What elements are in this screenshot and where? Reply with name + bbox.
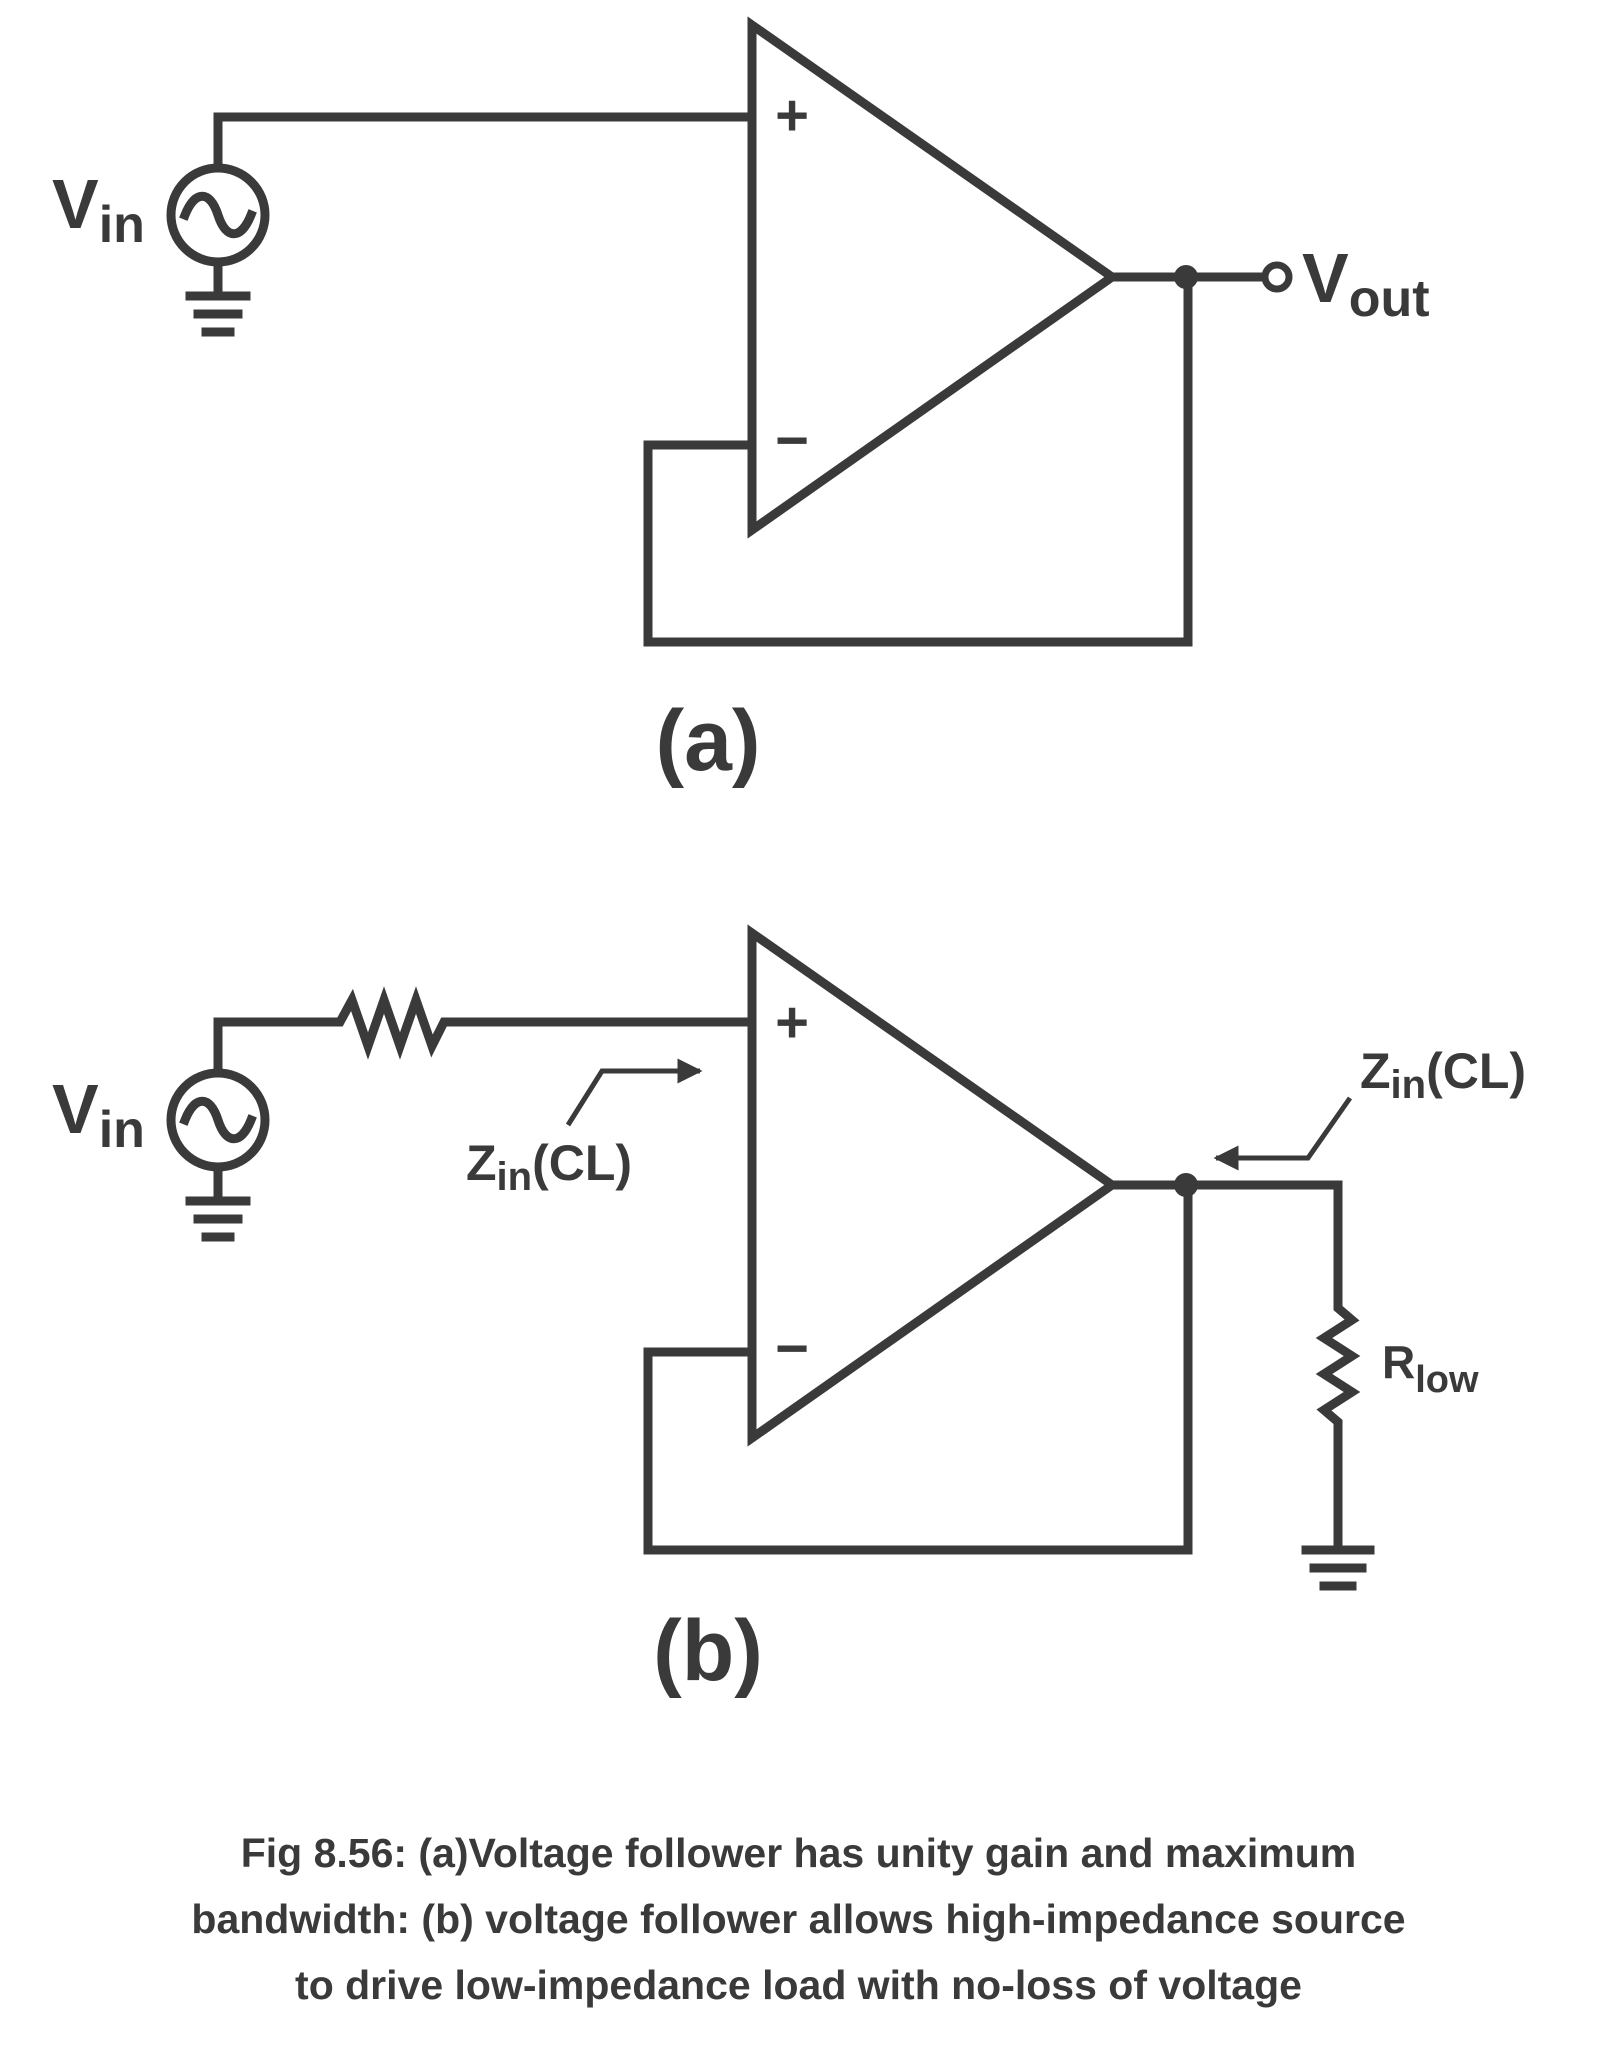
zin-label-right: Zin(CL)	[1360, 1043, 1526, 1107]
ground-icon	[1301, 1545, 1375, 1591]
output-terminal-a	[1261, 261, 1293, 293]
caption-line-3: to drive low-impedance load with no-loss…	[295, 1962, 1302, 2008]
panel-tag-a: (a)	[655, 693, 760, 789]
figure-caption: Fig 8.56: (a)Voltage follower has unity …	[0, 1820, 1597, 2018]
zin-arrow-left	[565, 1058, 703, 1127]
vin-label-a: Vin	[52, 165, 145, 254]
load-wire-b	[1183, 1180, 1361, 1553]
junction-dot-a	[1174, 265, 1198, 289]
input-wire-b	[213, 986, 757, 1060]
panel-tag-b: (b)	[653, 1603, 763, 1699]
ground-icon	[185, 291, 251, 337]
minus-sign-b: −	[775, 1316, 809, 1381]
vin-label-b: Vin	[52, 1070, 145, 1159]
zin-label-left: Zin(CL)	[466, 1135, 632, 1199]
plus-sign-a: +	[775, 83, 809, 148]
zin-arrow-right	[1213, 1096, 1353, 1171]
vout-label-a: Vout	[1302, 239, 1430, 328]
rlow-label: Rlow	[1382, 1336, 1479, 1401]
junction-dot-b	[1174, 1173, 1198, 1197]
panel-a: + − Vin Vout (a)	[52, 16, 1430, 789]
plus-sign-b: +	[775, 990, 809, 1055]
ground-icon	[185, 1196, 251, 1242]
opamp-b	[747, 924, 1120, 1447]
caption-line-2: bandwidth: (b) voltage follower allows h…	[191, 1896, 1406, 1942]
opamp-a	[747, 16, 1120, 539]
ac-source-a	[166, 112, 270, 299]
panel-b: + − Vin Zin(CL) Zin(CL) Rlow (b)	[52, 924, 1526, 1699]
caption-line-1: Fig 8.56: (a)Voltage follower has unity …	[240, 1830, 1357, 1876]
feedback-wire-b	[643, 1180, 1193, 1555]
feedback-wire-a	[643, 272, 1193, 647]
ac-source-b	[166, 1017, 270, 1204]
minus-sign-a: −	[775, 408, 809, 473]
